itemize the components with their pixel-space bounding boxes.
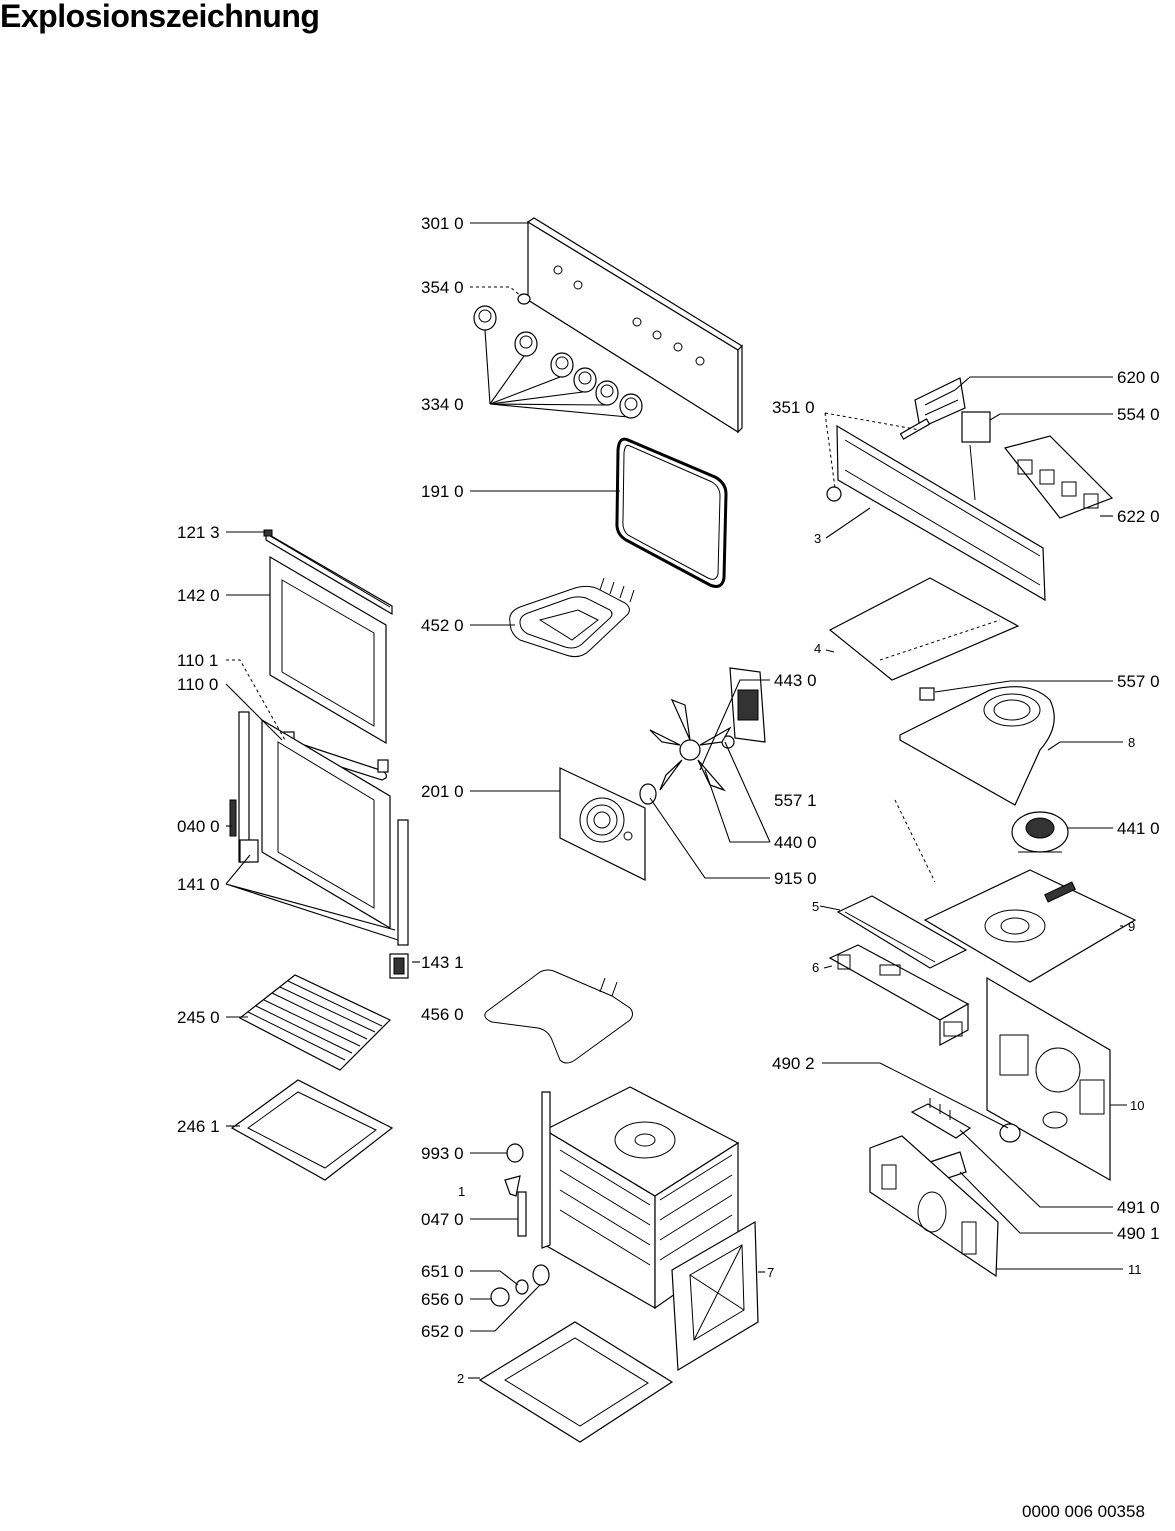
door-switch — [517, 1191, 527, 1237]
part-labels: 301 0 354 0 334 0 191 0 452 0 121 3 142 … — [177, 214, 1160, 1386]
vent-side-panel — [828, 944, 970, 1047]
small-cap — [517, 293, 531, 305]
label-4: 4 — [814, 641, 821, 656]
label-7: 7 — [767, 1265, 774, 1280]
label-3: 3 — [814, 531, 821, 546]
cooling-fan-housing — [899, 686, 1055, 806]
label-110-0: 110 0 — [177, 675, 218, 694]
bottom-heating-element — [484, 969, 633, 1064]
wire-rack — [238, 974, 392, 1071]
door-hinge-right — [397, 819, 409, 946]
label-915-0: 915 0 — [774, 869, 817, 888]
label-334-0: 334 0 — [421, 395, 464, 414]
label-354-0: 354 0 — [421, 278, 464, 297]
terminal-block — [910, 1098, 972, 1139]
fan-cover — [559, 767, 646, 881]
label-040-0: 040 0 — [177, 817, 220, 836]
label-440-0: 440 0 — [774, 833, 817, 852]
lamp-bulb — [515, 1279, 529, 1295]
fan-blade — [649, 698, 732, 792]
label-121-3: 121 3 — [177, 523, 220, 542]
inner-door-glass — [261, 718, 391, 930]
cavity-rear-panel — [671, 1220, 759, 1372]
cavity-bottom-panel — [478, 1321, 674, 1443]
thermostat — [961, 411, 991, 501]
label-452-0: 452 0 — [421, 616, 464, 635]
lamp-cover — [532, 1264, 550, 1286]
switch-block — [1003, 435, 1114, 519]
label-9: 9 — [1128, 919, 1135, 934]
temperature-limiter — [919, 687, 935, 701]
label-6: 6 — [812, 960, 819, 975]
label-246-1: 246 1 — [177, 1117, 220, 1136]
label-441-0: 441 0 — [1117, 819, 1160, 838]
page-title: Explosionszeichnung — [0, 0, 320, 34]
control-panel-front — [526, 217, 743, 434]
spacer-ring — [639, 783, 657, 805]
label-993-0: 993 0 — [421, 1144, 464, 1163]
label-1: 1 — [458, 1184, 465, 1199]
lamp-socket — [506, 1143, 524, 1163]
cavity-top-plate — [923, 869, 1137, 983]
label-554-0: 554 0 — [1117, 405, 1160, 424]
door-top-trim — [263, 529, 393, 616]
label-490-2: 490 2 — [772, 1054, 815, 1073]
oven-cavity — [541, 1086, 740, 1310]
label-620-0: 620 0 — [1117, 368, 1160, 387]
label-201-0: 201 0 — [421, 782, 464, 801]
label-557-0: 557 0 — [1117, 672, 1160, 691]
air-duct — [836, 895, 968, 969]
cooling-fan-motor — [1011, 811, 1069, 853]
label-10: 10 — [1130, 1098, 1144, 1113]
label-490-1: 490 1 — [1117, 1224, 1160, 1243]
document-number: 0000 006 00358 — [1022, 1502, 1145, 1521]
label-301-0: 301 0 — [421, 214, 464, 233]
label-142-0: 142 0 — [177, 586, 220, 605]
label-557-1: 557 1 — [774, 791, 817, 810]
baking-tray — [230, 1079, 394, 1181]
rear-cover-plate — [869, 1135, 999, 1278]
oven-door-seal — [615, 437, 728, 588]
label-351-0: 351 0 — [772, 398, 815, 417]
label-11: 11 — [1128, 1262, 1142, 1277]
fan-motor — [721, 667, 766, 749]
control-knobs — [473, 305, 643, 419]
label-651-0: 651 0 — [421, 1262, 464, 1281]
label-2: 2 — [457, 1371, 464, 1386]
cooling-duct-plate — [828, 577, 1020, 681]
label-191-0: 191 0 — [421, 482, 464, 501]
rear-wall-panel — [986, 976, 1111, 1182]
label-143-1: 143 1 — [421, 953, 464, 972]
label-8: 8 — [1128, 735, 1135, 750]
label-141-0: 141 0 — [177, 875, 220, 894]
label-110-1: 110 1 — [177, 651, 218, 670]
label-652-0: 652 0 — [421, 1322, 464, 1341]
label-443-0: 443 0 — [774, 671, 817, 690]
outer-door-glass — [269, 555, 387, 745]
top-heating-element — [509, 577, 635, 658]
label-5: 5 — [812, 899, 819, 914]
leader-lines — [225, 222, 1127, 1379]
latch-clip — [504, 1175, 521, 1197]
label-491-0: 491 0 — [1117, 1198, 1160, 1217]
lamp-glass — [490, 1287, 510, 1307]
label-047-0: 047 0 — [421, 1210, 464, 1229]
label-245-0: 245 0 — [177, 1008, 220, 1027]
door-hinge-left — [229, 711, 259, 863]
selector-knob — [999, 1123, 1021, 1143]
label-456-0: 456 0 — [421, 1005, 464, 1024]
label-622-0: 622 0 — [1117, 507, 1160, 526]
selector-switch — [914, 377, 966, 429]
hinge-clip — [389, 953, 409, 979]
label-656-0: 656 0 — [421, 1290, 464, 1309]
